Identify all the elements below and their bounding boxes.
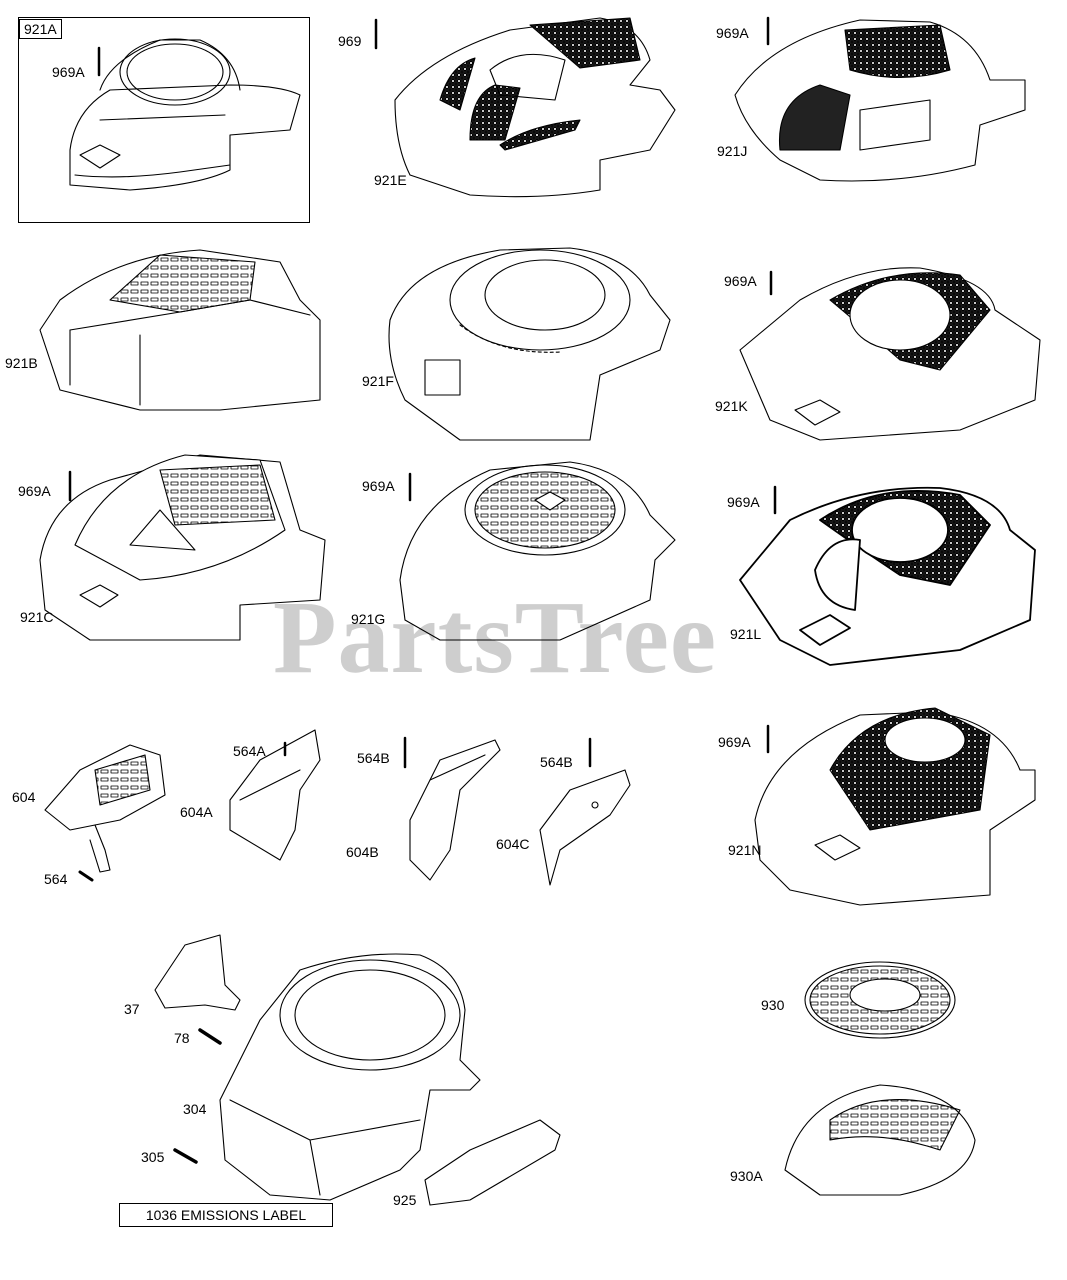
part-921c: [39, 454, 326, 641]
callout-564b-2: 564B: [540, 754, 573, 770]
callout-604a: 604A: [180, 804, 213, 820]
callout-78: 78: [174, 1030, 190, 1046]
callout-925: 925: [393, 1192, 417, 1208]
callout-921a-box: 921A: [19, 19, 62, 39]
callout-930a: 930A: [730, 1168, 763, 1184]
callout-921c: 921C: [20, 609, 54, 625]
part-925: [424, 1119, 561, 1206]
part-930: [804, 961, 956, 1039]
callout-969a-2: 969A: [716, 25, 749, 41]
part-304: [219, 953, 481, 1201]
screw-564: [78, 870, 94, 882]
callout-969a-6: 969A: [727, 494, 760, 510]
part-604: [44, 744, 166, 873]
callout-969a-4: 969A: [18, 483, 51, 499]
callout-921b: 921B: [5, 355, 38, 371]
part-921a: [69, 38, 301, 191]
part-921n: [754, 707, 1036, 906]
callout-921k: 921K: [715, 398, 748, 414]
callout-930: 930: [761, 997, 785, 1013]
part-921b: [39, 249, 321, 411]
part-930a: [784, 1084, 976, 1196]
part-604a: [229, 729, 321, 861]
callout-921e: 921E: [374, 172, 407, 188]
callout-969a-5: 969A: [362, 478, 395, 494]
part-921g: [399, 461, 676, 641]
screw-305: [173, 1148, 198, 1164]
callout-604: 604: [12, 789, 36, 805]
part-921k: [739, 267, 1041, 441]
callout-564b-1: 564B: [357, 750, 390, 766]
callout-921n: 921N: [728, 842, 762, 858]
callout-564a: 564A: [233, 743, 266, 759]
part-921l: [739, 486, 1036, 666]
callout-304: 304: [183, 1101, 207, 1117]
callout-921g: 921G: [351, 611, 386, 627]
callout-969a-1: 969A: [52, 64, 85, 80]
callout-604c: 604C: [496, 836, 530, 852]
part-921j: [734, 19, 1026, 182]
callout-921l: 921L: [730, 626, 762, 642]
screw-78: [198, 1028, 222, 1045]
emissions-label-box: 1036 EMISSIONS LABEL: [119, 1203, 333, 1227]
callout-969: 969: [338, 33, 362, 49]
part-921e: [394, 17, 676, 198]
callout-921j: 921J: [717, 143, 748, 159]
watermark: PartsTree: [273, 580, 718, 695]
frame-921a: [18, 17, 310, 223]
callout-37: 37: [124, 1001, 140, 1017]
callout-305: 305: [141, 1149, 165, 1165]
callout-604b: 604B: [346, 844, 379, 860]
part-921f: [388, 247, 671, 441]
callout-969a-7: 969A: [718, 734, 751, 750]
part-604c: [539, 769, 631, 886]
callout-564: 564: [44, 871, 68, 887]
part-37: [154, 934, 241, 1011]
callout-921f: 921F: [362, 373, 394, 389]
callout-969a-3: 969A: [724, 273, 757, 289]
part-604b: [409, 739, 501, 881]
